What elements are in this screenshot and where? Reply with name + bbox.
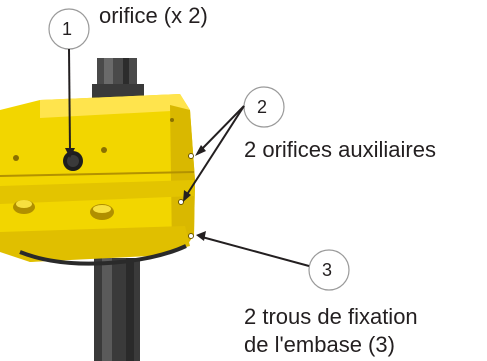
callout-3-text-line2: de l'embase (3) xyxy=(244,332,395,357)
callout-2-number: 2 xyxy=(257,97,268,117)
callout-3-marker xyxy=(196,231,350,291)
callout-3-number: 3 xyxy=(322,260,333,280)
callout-2-marker xyxy=(183,86,285,202)
actuator-body xyxy=(0,94,195,266)
callout-2-text: 2 orifices auxiliaires xyxy=(244,137,436,162)
callout-1-marker xyxy=(48,8,90,158)
bottom-shaft xyxy=(94,258,140,361)
callout-3-text-line1: 2 trous de fixation xyxy=(244,304,418,329)
callout-1-text: orifice (x 2) xyxy=(99,3,208,28)
callout-1-number: 1 xyxy=(62,19,73,39)
top-shaft xyxy=(92,58,144,100)
